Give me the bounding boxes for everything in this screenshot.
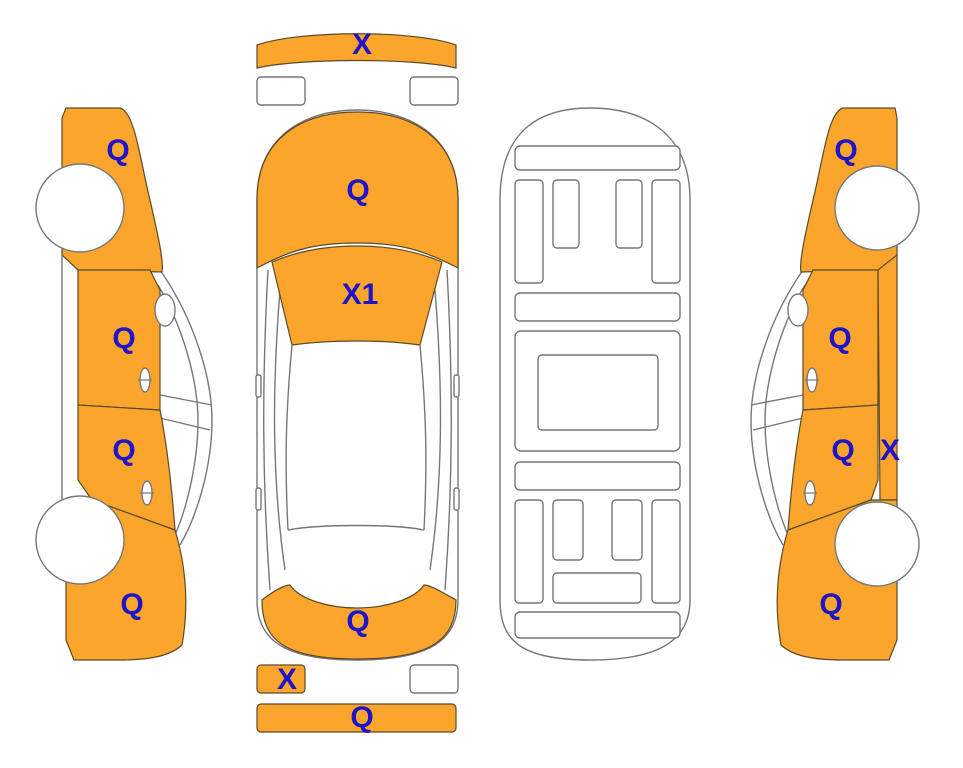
- top-right-handle: [453, 487, 460, 511]
- left-rear-door-handle-icon: [140, 480, 154, 506]
- left-rear-wheel: [35, 495, 125, 585]
- right-rear-door-handle-icon: [803, 480, 817, 506]
- underbody-tunnel: [537, 354, 659, 431]
- roof-right-line: [419, 344, 427, 531]
- underbody-rear-left-box: [552, 499, 584, 561]
- rear-light-left-label: X: [277, 663, 297, 696]
- right-rear-quarter-label: Q: [819, 588, 842, 621]
- left-pillar-line: [159, 394, 213, 431]
- left-front-door-label: Q: [112, 322, 135, 355]
- rear-window-top-line: [287, 524, 425, 531]
- left-rear-door-label: Q: [112, 434, 135, 467]
- front-light-left[interactable]: [256, 76, 306, 106]
- front-light-right[interactable]: [409, 76, 459, 106]
- roof-left-line: [285, 344, 293, 531]
- top-right-mirror: [453, 374, 460, 398]
- top-left-door-line: [273, 289, 286, 571]
- hood-label: Q: [346, 174, 369, 207]
- underbody-rear-right-rail: [651, 499, 681, 604]
- right-front-door-handle-icon: [805, 367, 819, 393]
- top-left-handle: [255, 487, 262, 511]
- right-rear-door-label: Q: [831, 434, 854, 467]
- left-roof-line: [159, 269, 213, 546]
- rear-light-left[interactable]: [256, 664, 306, 694]
- rear-bumper[interactable]: [256, 703, 457, 733]
- underbody-front-right-box: [615, 179, 643, 249]
- underbody-crossmember-1: [514, 292, 681, 322]
- front-bumper-label: X: [352, 28, 372, 61]
- left-front-door[interactable]: [77, 269, 161, 411]
- roof-rear-label: Q: [346, 605, 369, 638]
- right-front-fender-label: Q: [834, 134, 857, 167]
- left-front-fender-label: Q: [106, 134, 129, 167]
- underbody-front-bar: [514, 145, 681, 171]
- left-rear-quarter-label: Q: [120, 588, 143, 621]
- right-front-door-label: Q: [828, 322, 851, 355]
- underbody-view: [499, 107, 691, 661]
- left-front-wheel: [35, 163, 125, 253]
- top-view: X Q X1 Q X Q: [255, 28, 460, 734]
- right-pillar-line: [750, 394, 804, 431]
- right-mirror: [787, 293, 809, 327]
- underbody-front-left-box: [552, 179, 580, 249]
- underbody-rear-right-box: [611, 499, 643, 561]
- windshield-label: X1: [342, 278, 379, 311]
- windshield[interactable]: [271, 245, 443, 346]
- left-front-door-handle-icon: [138, 367, 152, 393]
- underbody-rear-box: [552, 572, 642, 604]
- right-front-door[interactable]: [802, 269, 879, 411]
- right-side-view: Q Q Q X Q: [750, 107, 920, 661]
- hood[interactable]: [256, 111, 459, 270]
- left-side-view: Q Q Q Q: [35, 107, 213, 661]
- right-roof-line: [750, 269, 804, 546]
- underbody-crossmember-2: [514, 461, 681, 491]
- right-rear-wheel: [834, 501, 920, 587]
- underbody-front-left-rail: [514, 179, 544, 284]
- top-right-side-line: [444, 269, 452, 591]
- left-mirror: [154, 293, 176, 327]
- right-front-wheel: [834, 165, 920, 251]
- right-rocker-label: X: [880, 434, 900, 467]
- top-left-mirror: [255, 374, 262, 398]
- rear-light-right[interactable]: [409, 664, 459, 694]
- left-window-line: [157, 284, 199, 536]
- front-bumper[interactable]: [256, 33, 457, 69]
- rear-bumper-label: Q: [350, 701, 373, 734]
- underbody-front-right-rail: [651, 179, 681, 284]
- underbody-rear-left-rail: [514, 499, 544, 604]
- top-left-side-line: [263, 269, 271, 591]
- roof-rear[interactable]: [261, 584, 457, 660]
- right-window-line: [764, 284, 806, 536]
- underbody-rear-bar: [514, 611, 681, 639]
- top-right-door-line: [429, 289, 442, 571]
